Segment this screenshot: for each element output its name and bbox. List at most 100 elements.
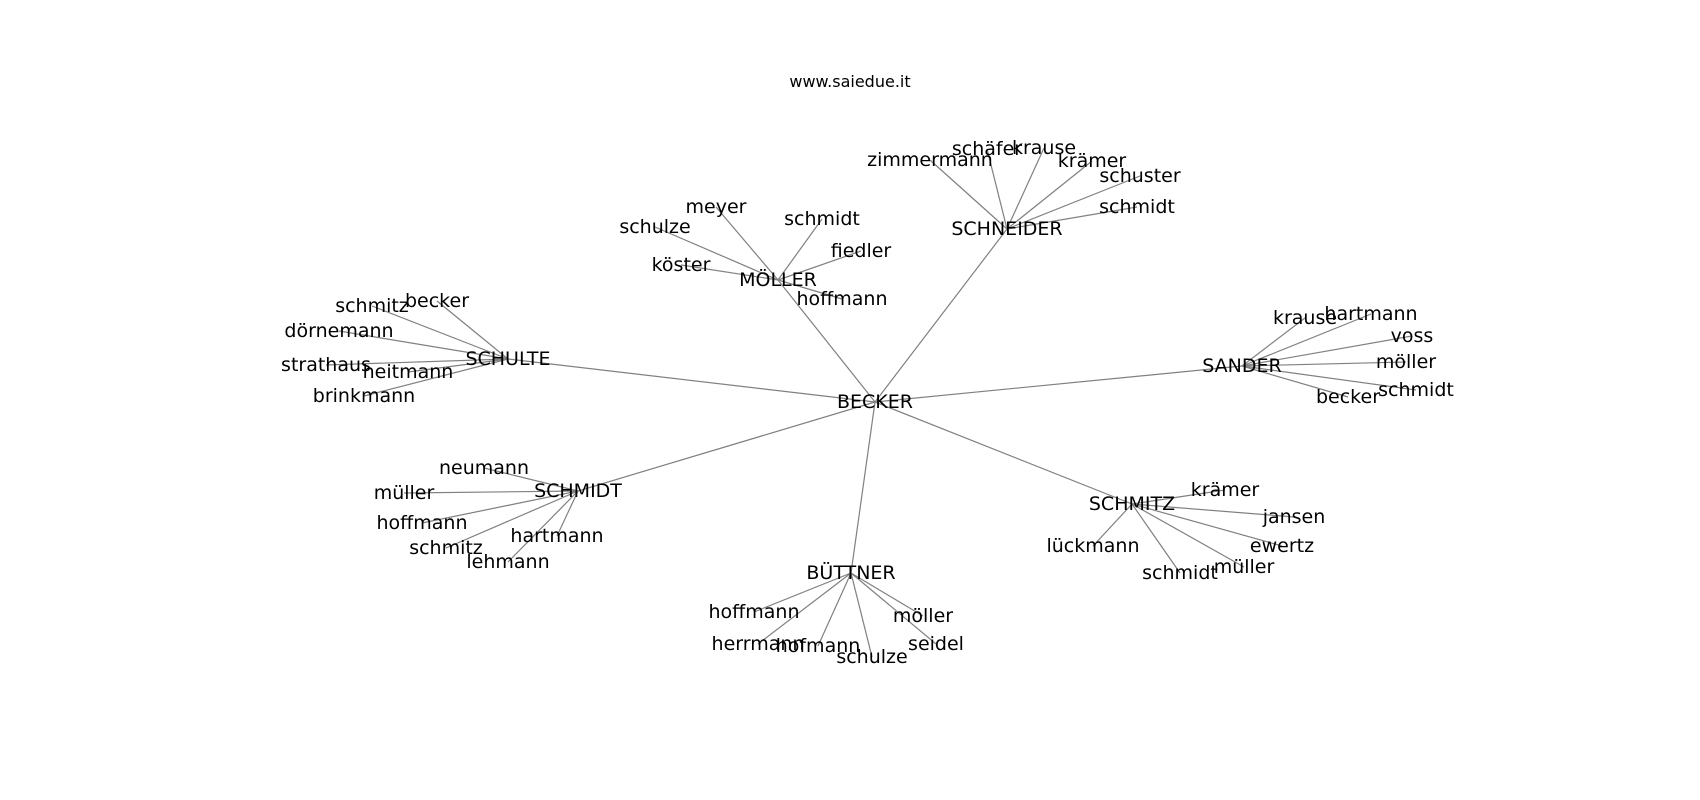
hub-leaf-edge — [1241, 317, 1306, 367]
leaf-node-label: hartmann — [510, 525, 603, 547]
hub-node-label: SCHMIDT — [534, 480, 622, 502]
hub-leaf-edge — [817, 572, 852, 647]
hub-leaf-edge — [1131, 503, 1295, 518]
leaf-node-label: schmidt — [1099, 196, 1175, 218]
hub-leaf-edge — [777, 279, 843, 300]
leaf-node-label: möller — [893, 605, 953, 627]
leaf-node-label: krause — [1273, 307, 1337, 329]
graph-title: www.saiedue.it — [789, 72, 910, 91]
hub-leaf-edge — [363, 358, 509, 397]
leaf-node-label: möller — [1376, 351, 1436, 373]
leaf-node-label: becker — [405, 290, 469, 312]
leaf-node-label: becker — [1316, 386, 1380, 408]
hub-leaf-edge — [777, 218, 823, 281]
leaf-node-label: schmidt — [784, 208, 860, 230]
hub-leaf-edge — [1131, 503, 1283, 547]
leaf-node-label: schäfer — [952, 138, 1022, 160]
hub-node-label: SCHMITZ — [1089, 493, 1175, 515]
hub-leaf-edge — [1131, 489, 1226, 505]
hub-leaf-edge — [556, 490, 579, 537]
hub-node-label: MÖLLER — [739, 268, 817, 291]
leaf-node-label: ewertz — [1250, 535, 1314, 557]
hub-leaf-edge — [986, 148, 1008, 230]
hub-leaf-edge — [338, 330, 509, 360]
hub-leaf-edge — [850, 572, 873, 658]
hub-leaf-edge — [680, 264, 779, 281]
leaf-node-label: zimmermann — [867, 149, 993, 171]
hub-leaf-edge — [403, 490, 579, 494]
hub-leaf-edge — [715, 206, 779, 281]
hub-leaf-edge — [1241, 313, 1372, 367]
hub-leaf-edge — [1241, 335, 1413, 367]
root-node-label: BECKER — [837, 391, 913, 413]
root-hub-edge — [874, 401, 1133, 505]
leaf-node-label: schmitz — [335, 295, 409, 317]
leaf-node-label: hoffmann — [377, 512, 468, 534]
leaf-node-label: krause — [1012, 137, 1076, 159]
hub-leaf-edge — [1006, 175, 1141, 230]
leaf-node-label: schulze — [836, 646, 907, 668]
hub-leaf-edge — [1131, 503, 1245, 568]
hub-leaf-edge — [1006, 147, 1045, 230]
root-hub-edge — [874, 365, 1243, 403]
leaf-node-label: seidel — [908, 633, 964, 655]
hub-leaf-edge — [421, 490, 579, 524]
leaf-node-label: strathaus — [281, 354, 371, 376]
hub-node-label: SCHULTE — [465, 348, 550, 370]
leaf-node-label: krämer — [1191, 479, 1260, 501]
hub-leaf-edge — [1092, 503, 1133, 547]
leaf-node-label: dörnemann — [284, 320, 393, 342]
leaf-node-label: schmidt — [1142, 562, 1218, 584]
hub-leaf-edge — [371, 305, 509, 360]
leaf-node-label: schulze — [619, 216, 690, 238]
hub-leaf-edge — [407, 358, 509, 373]
leaf-node-label: schmitz — [409, 537, 483, 559]
hub-node-label: BÜTTNER — [806, 561, 895, 584]
graph-edges — [325, 147, 1417, 658]
hub-leaf-edge — [1241, 365, 1417, 391]
leaf-node-label: müller — [374, 482, 435, 504]
leaf-node-label: krämer — [1058, 150, 1127, 172]
hub-leaf-edge — [1131, 503, 1181, 574]
leaf-node-label: müller — [1214, 556, 1275, 578]
hub-leaf-edge — [445, 490, 579, 549]
leaf-node-label: meyer — [686, 196, 747, 218]
leaf-node-label: schuster — [1099, 165, 1180, 187]
leaf-node-label: köster — [652, 254, 711, 276]
leaf-node-label: fiedler — [831, 240, 892, 262]
graph-labels: BECKERSCHNEIDERzimmermannschäferkrausekr… — [281, 137, 1454, 668]
root-hub-edge — [850, 401, 876, 574]
leaf-node-label: herrmann — [712, 633, 805, 655]
leaf-node-label: heitmann — [363, 361, 454, 383]
root-hub-edge — [507, 358, 876, 403]
hub-leaf-edge — [757, 572, 852, 645]
hub-leaf-edge — [753, 572, 852, 613]
leaf-node-label: jansen — [1262, 506, 1326, 528]
hub-leaf-edge — [483, 467, 579, 492]
leaf-node-label: schmidt — [1378, 379, 1454, 401]
hub-leaf-edge — [850, 572, 937, 645]
leaf-node-label: brinkmann — [313, 385, 415, 407]
hub-leaf-edge — [850, 572, 924, 617]
leaf-node-label: neumann — [439, 457, 529, 479]
hub-leaf-edge — [1006, 206, 1138, 230]
hub-leaf-edge — [1006, 160, 1093, 230]
leaf-node-label: hartmann — [1324, 303, 1417, 325]
leaf-node-label: hoffmann — [709, 601, 800, 623]
leaf-node-label: hoffmann — [797, 288, 888, 310]
root-hub-edge — [577, 401, 876, 492]
hub-leaf-edge — [325, 358, 509, 366]
root-hub-edge — [777, 279, 876, 403]
leaf-node-label: voss — [1391, 325, 1434, 347]
hub-leaf-edge — [777, 250, 862, 281]
hub-leaf-edge — [1241, 365, 1349, 398]
hub-leaf-edge — [507, 490, 579, 563]
hub-leaf-edge — [436, 300, 509, 360]
hub-node-label: SANDER — [1202, 355, 1281, 377]
hub-leaf-edge — [654, 226, 779, 281]
hub-node-label: SCHNEIDER — [951, 218, 1062, 240]
leaf-node-label: lückmann — [1046, 535, 1139, 557]
root-hub-edge — [874, 228, 1008, 403]
hub-leaf-edge — [1241, 361, 1407, 367]
